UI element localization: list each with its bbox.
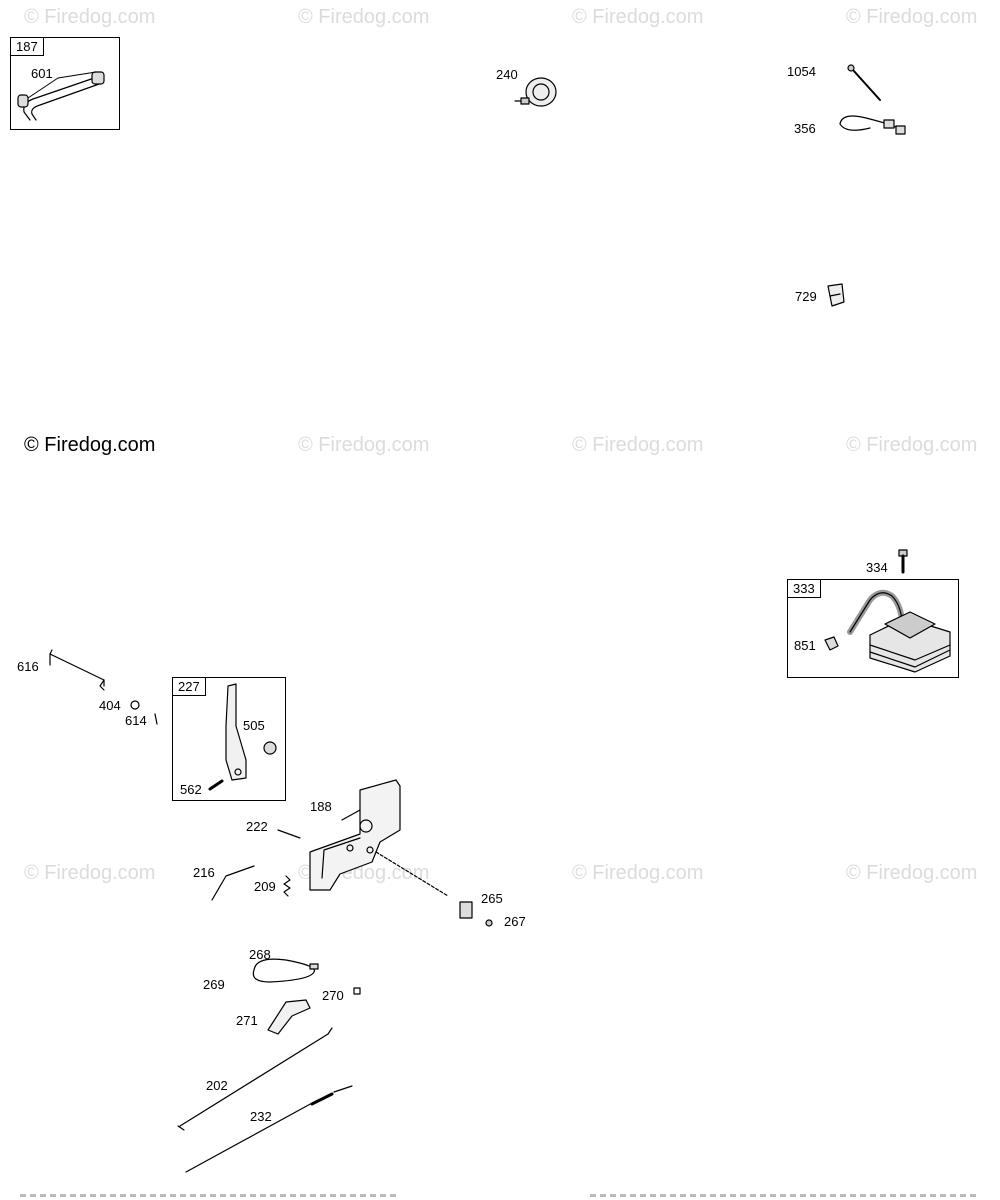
watermark: © Firedog.com	[846, 434, 978, 456]
part-label-356: 356	[794, 121, 816, 136]
part-label-404: 404	[99, 698, 121, 713]
part-333-coil	[847, 589, 951, 673]
part-label-270: 270	[322, 988, 344, 1003]
part-209-spring	[283, 875, 291, 897]
footer-rule-right	[590, 1194, 980, 1197]
part-271-lever	[267, 999, 311, 1035]
part-label-240: 240	[496, 67, 518, 82]
watermark: © Firedog.com	[298, 6, 430, 28]
part-1054-dipstick	[847, 64, 881, 101]
footer-rule-left	[20, 1194, 400, 1197]
part-label-222: 222	[246, 819, 268, 834]
part-label-505: 505	[243, 718, 265, 733]
part-270-nut	[353, 987, 361, 995]
part-222-plate	[277, 779, 449, 897]
part-label-851: 851	[794, 638, 816, 653]
part-label-616: 616	[17, 659, 39, 674]
assembly-box-227: 227	[172, 677, 286, 801]
part-729-clip	[827, 283, 845, 307]
part-label-209: 209	[254, 879, 276, 894]
part-label-601: 601	[31, 66, 53, 81]
part-label-334: 334	[866, 560, 888, 575]
part-268-cable	[252, 958, 319, 983]
part-265-bracket	[459, 901, 473, 919]
part-label-265: 265	[481, 891, 503, 906]
watermark: © Firedog.com	[298, 434, 430, 456]
watermark: © Firedog.com	[24, 6, 156, 28]
watermark: © Firedog.com	[24, 862, 156, 884]
watermark: © Firedog.com	[846, 6, 978, 28]
assembly-box-187: 187	[10, 37, 120, 130]
part-267-screw	[485, 919, 493, 927]
part-202-rod	[177, 1027, 333, 1131]
assembly-tag-187: 187	[11, 38, 44, 56]
part-227-lever	[208, 683, 277, 791]
part-label-268: 268	[249, 947, 271, 962]
part-label-562: 562	[180, 782, 202, 797]
part-label-269: 269	[203, 977, 225, 992]
part-404-washer	[130, 700, 140, 710]
watermark-main: © Firedog.com	[24, 434, 156, 456]
assembly-tag-333: 333	[788, 580, 821, 598]
watermark: © Firedog.com	[846, 862, 978, 884]
watermark: © Firedog.com	[572, 862, 704, 884]
part-240-fitting	[514, 77, 557, 107]
watermark: © Firedog.com	[572, 6, 704, 28]
part-601-tube	[17, 71, 105, 121]
part-356-wire	[839, 115, 906, 135]
part-label-232: 232	[250, 1109, 272, 1124]
assembly-box-333: 333	[787, 579, 959, 678]
part-label-216: 216	[193, 865, 215, 880]
part-label-267: 267	[504, 914, 526, 929]
part-616-rod	[49, 649, 105, 691]
part-label-614: 614	[125, 713, 147, 728]
part-label-271: 271	[236, 1013, 258, 1028]
part-851-connector	[824, 636, 839, 651]
part-label-1054: 1054	[787, 64, 816, 79]
part-label-202: 202	[206, 1078, 228, 1093]
assembly-tag-227: 227	[173, 678, 206, 696]
part-216-link	[211, 865, 255, 901]
part-label-188: 188	[310, 799, 332, 814]
watermark: © Firedog.com	[572, 434, 704, 456]
part-label-729: 729	[795, 289, 817, 304]
part-232-cable	[185, 1085, 353, 1173]
part-614-pin	[154, 713, 158, 725]
part-334-bolt	[898, 549, 908, 574]
